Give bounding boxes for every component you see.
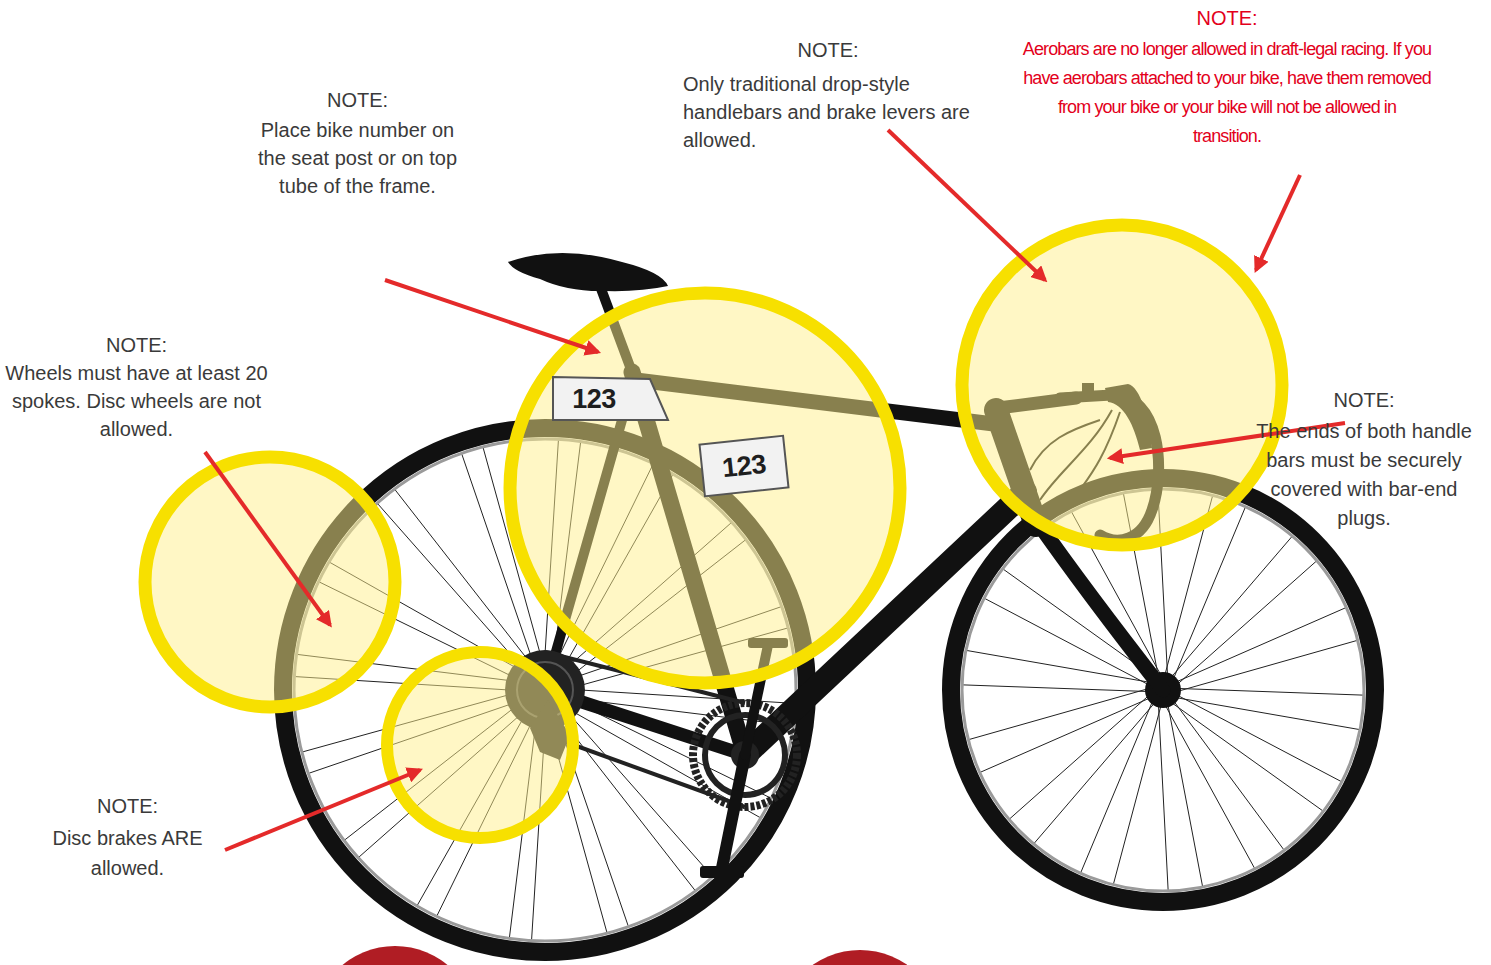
- note-callout: NOTE:Wheels must have at least 20 spokes…: [4, 331, 269, 443]
- note-heading: NOTE:: [683, 36, 973, 64]
- note-text: Wheels must have at least 20 spokes. Dis…: [4, 359, 269, 443]
- spoke: [1081, 700, 1153, 872]
- highlight-circle: [387, 652, 573, 838]
- note-text: Place bike number on the seat post or on…: [250, 116, 465, 200]
- leader-arrow: [888, 130, 1045, 280]
- bike-number: 123: [721, 448, 768, 483]
- saddle: [508, 253, 668, 291]
- note-heading: NOTE:: [250, 86, 465, 114]
- spoke: [1175, 608, 1346, 683]
- note-callout: NOTE:The ends of both handle bars must b…: [1250, 386, 1478, 533]
- spoke: [981, 697, 1152, 772]
- spoke: [1010, 695, 1150, 819]
- spoke: [1114, 704, 1162, 884]
- leader-arrow: [225, 770, 420, 850]
- spoke: [1173, 700, 1284, 850]
- note-text: Disc brakes ARE allowed.: [45, 823, 210, 883]
- bike-number: 123: [572, 384, 616, 415]
- note-callout: NOTE:Disc brakes ARE allowed.: [45, 791, 210, 883]
- front-spokes: [963, 490, 1363, 890]
- leader-arrow: [385, 280, 598, 352]
- spoke: [963, 685, 1149, 692]
- tag-outline: [553, 377, 668, 420]
- spoke: [1034, 702, 1155, 843]
- note-callout: NOTE:Aerobars are no longer allowed in d…: [1022, 4, 1432, 151]
- number-tag: 123: [553, 377, 669, 421]
- red-badge: [778, 950, 942, 965]
- highlight-circle: [510, 293, 900, 683]
- number-tag: 123: [700, 436, 789, 496]
- note-heading: NOTE:: [1022, 4, 1432, 33]
- spoke: [1165, 704, 1255, 868]
- spoke: [1168, 703, 1203, 886]
- highlight-circle: [962, 225, 1282, 545]
- red-badge: [313, 946, 477, 965]
- note-callout: NOTE: Only traditional drop-style handleb…: [683, 36, 973, 154]
- note-heading: NOTE:: [1250, 386, 1478, 415]
- pedal: [700, 866, 744, 878]
- leader-arrow: [1256, 175, 1300, 270]
- spoke: [1158, 703, 1168, 890]
- front-rim: [962, 489, 1364, 891]
- note-heading: NOTE:: [4, 331, 269, 359]
- crank-arm: [722, 755, 745, 868]
- highlight-circle: [145, 457, 395, 707]
- leader-arrows: [205, 130, 1345, 850]
- note-callout: NOTE:Place bike number on the seat post …: [250, 86, 465, 200]
- spoke: [1170, 537, 1291, 678]
- leader-arrow: [205, 452, 330, 625]
- spoke: [1177, 641, 1357, 692]
- note-text: The ends of both handle bars must be sec…: [1250, 417, 1478, 533]
- note-text: Aerobars are no longer allowed in draft-…: [1022, 35, 1432, 151]
- spoke: [969, 688, 1149, 739]
- note-text: Only traditional drop-style handlebars a…: [683, 70, 973, 154]
- tag-outline: [700, 436, 789, 496]
- spoke: [1176, 561, 1316, 685]
- note-heading: NOTE:: [45, 791, 210, 821]
- spoke: [1177, 688, 1363, 695]
